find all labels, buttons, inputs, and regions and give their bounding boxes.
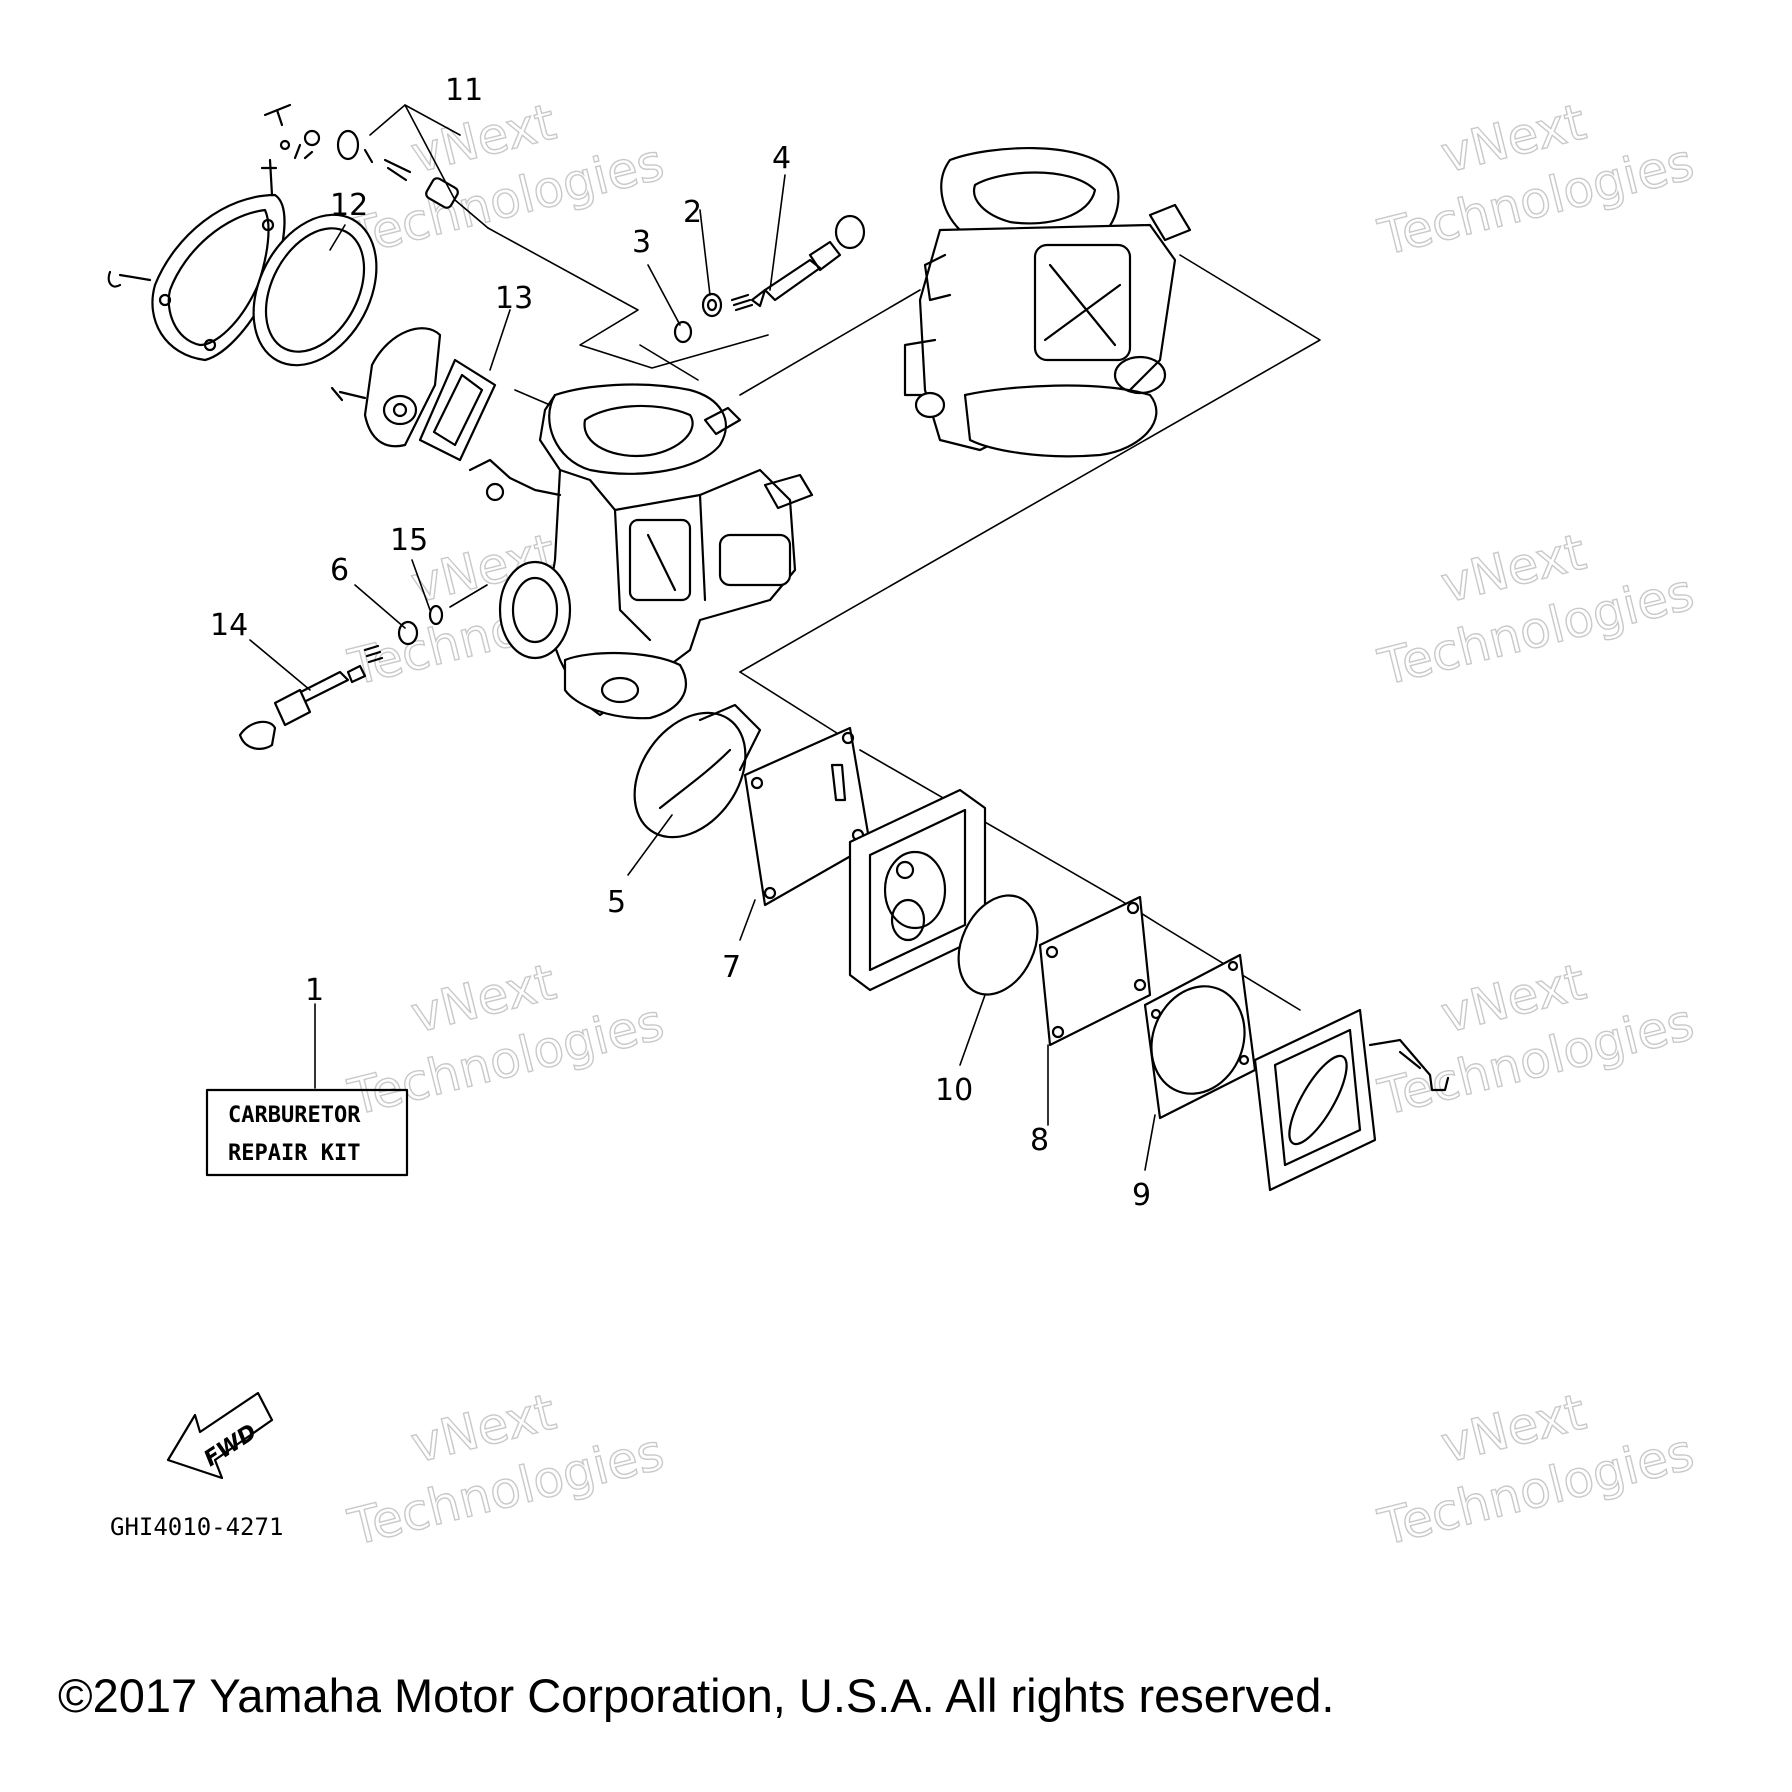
watermark: vNext Technologies: [1372, 952, 1700, 1128]
callout-13: 13: [495, 281, 533, 316]
callout-3: 3: [632, 225, 651, 260]
assembly-guide-lines: [449, 227, 1321, 1011]
callout-labels: 1 2 3 4 5 6 7 8 9 10 11 12 13 14 15: [210, 73, 1151, 1213]
carburetor-body-right: [903, 147, 1192, 458]
fwd-arrow: FWD: [166, 1391, 274, 1480]
watermark: vNext Technologies: [1372, 1382, 1700, 1558]
gasket-13: [418, 358, 497, 462]
diagram-code: GHI4010-4271: [110, 1513, 283, 1541]
watermark: vNext Technologies: [1372, 92, 1700, 268]
watermark: vNext Technologies: [342, 1382, 670, 1558]
callout-10: 10: [935, 1073, 973, 1108]
needle-assembly: [238, 604, 444, 750]
leader-lines: [249, 174, 1156, 1171]
callout-7: 7: [722, 950, 741, 985]
callout-14: 14: [210, 608, 248, 643]
pump-cover: [1253, 1008, 1450, 1192]
watermark: vNext Technologies: [1372, 522, 1700, 698]
diaphragm-cover-12: [107, 193, 378, 367]
diaphragm-10: [957, 894, 1039, 996]
callout-11: 11: [445, 73, 483, 108]
pump-body: [330, 327, 442, 448]
callout-1: 1: [305, 973, 324, 1008]
callout-15: 15: [390, 523, 428, 558]
carburetor-body-left: [468, 383, 814, 720]
repair-kit-line1: CARBURETOR: [228, 1103, 361, 1128]
callout-5: 5: [607, 885, 626, 920]
callout-6: 6: [330, 553, 349, 588]
callout-9: 9: [1132, 1178, 1151, 1213]
repair-kit-line2: REPAIR KIT: [228, 1141, 360, 1166]
gasket-9: [1143, 953, 1257, 1120]
filter-screen-5: [633, 703, 762, 839]
parts-2-3-4: [673, 214, 866, 344]
callout-8: 8: [1030, 1123, 1049, 1158]
repair-kit-box: CARBURETOR REPAIR KIT: [205, 1088, 409, 1177]
copyright-notice: ©2017 Yamaha Motor Corporation, U.S.A. A…: [58, 1669, 1335, 1722]
small-parts-11: [260, 103, 489, 229]
callout-2: 2: [683, 195, 702, 230]
watermark: vNext Technologies: [342, 952, 670, 1128]
callout-4: 4: [772, 141, 791, 176]
callout-12: 12: [330, 188, 368, 223]
gasket-8: [1038, 895, 1152, 1047]
watermark: vNext Technologies: [342, 92, 670, 268]
